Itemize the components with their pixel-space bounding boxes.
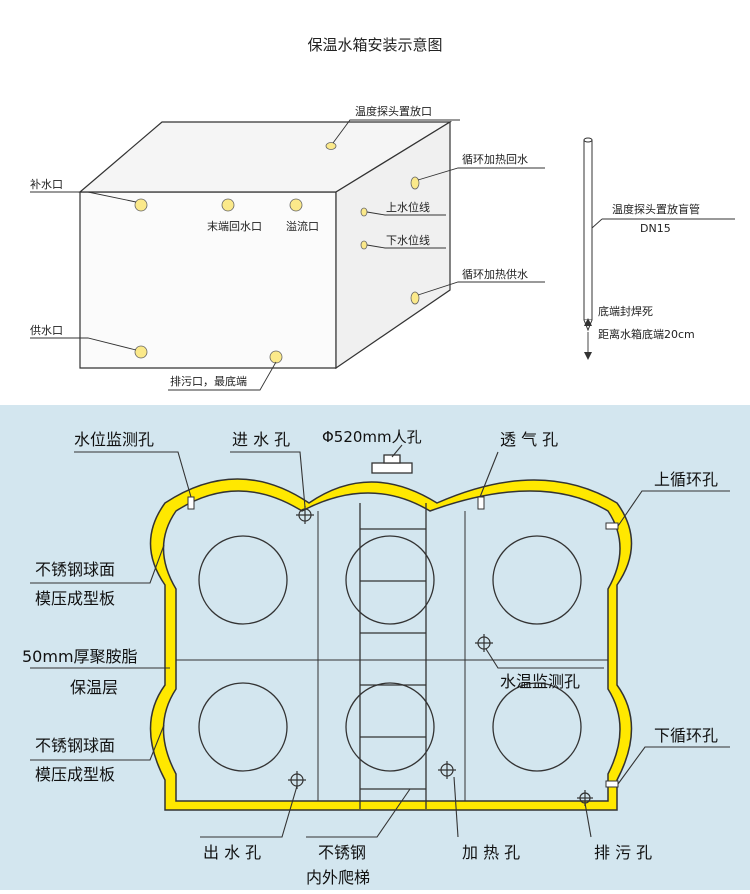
lower-level-port — [360, 240, 368, 250]
tank-box — [78, 120, 453, 370]
lower-level-label: 下水位线 — [386, 233, 430, 247]
makeup-label: 补水口 — [30, 178, 63, 191]
leader-lines — [30, 119, 545, 391]
recirc-return-label: 循环加热回水 — [462, 153, 528, 166]
vent-fitting — [477, 496, 485, 510]
drain-label: 排 污 孔 — [594, 843, 652, 862]
distance-label: 距离水箱底端20cm — [598, 327, 695, 341]
temp-probe-port — [325, 142, 337, 150]
inlet-label: 进 水 孔 — [232, 430, 290, 449]
installation-diagram: 保温水箱安装示意图 — [0, 0, 750, 405]
level-monitor-label: 水位监测孔 — [74, 430, 154, 449]
panel-lines — [176, 511, 608, 801]
tank-side-face — [335, 120, 451, 370]
ss-panel-2a-label: 不锈钢球面 — [35, 736, 115, 755]
temp-probe-label: 温度探头置放口 — [355, 104, 432, 118]
ss-panel-2b-label: 模压成型板 — [35, 765, 115, 784]
tank-section-diagram: 水位监测孔 进 水 孔 Φ520mm人孔 透 气 孔 上循环孔 不锈钢球面 模压… — [0, 405, 750, 890]
supply-label: 供水口 — [30, 323, 63, 337]
manhole-label: Φ520mm人孔 — [322, 428, 422, 446]
blind-pipe-label: 温度探头置放盲管 — [612, 202, 700, 216]
recirc-supply-port — [410, 291, 420, 305]
insulation-b-label: 保温层 — [70, 678, 118, 697]
end-return-label: 末端回水口 — [207, 219, 262, 233]
level-monitor-fitting — [187, 496, 195, 510]
ladder-a-label: 不锈钢 — [318, 843, 366, 862]
installation-svg: 保温水箱安装示意图 — [30, 36, 735, 391]
bottom-welded-label: 底端封焊死 — [598, 304, 653, 318]
manhole-cap — [371, 454, 413, 474]
drain-port — [269, 350, 283, 364]
upper-circ-fitting — [605, 522, 619, 530]
lower-circ-label: 下循环孔 — [654, 726, 718, 745]
bottom-leader-lines — [30, 444, 730, 838]
tank-front-face — [79, 191, 337, 369]
lower-circ-fitting — [605, 780, 619, 788]
water-temp-hole — [475, 634, 493, 652]
ss-panel-1b-label: 模压成型板 — [35, 589, 115, 608]
panel-circles — [198, 535, 582, 772]
dn15-label: DN15 — [640, 222, 671, 235]
ladder-b-label: 内外爬梯 — [306, 868, 370, 887]
overflow-label: 溢流口 — [286, 219, 319, 233]
inlet-hole — [296, 506, 314, 524]
upper-level-port — [360, 207, 368, 217]
diagram-title: 保温水箱安装示意图 — [307, 36, 442, 54]
heating-label: 加 热 孔 — [462, 843, 520, 862]
recirc-return-port — [410, 176, 420, 190]
end-return-port — [221, 198, 235, 212]
vent-label: 透 气 孔 — [500, 430, 558, 449]
upper-circ-label: 上循环孔 — [654, 470, 718, 489]
hole-markers — [288, 506, 593, 806]
outlet-label: 出 水 孔 — [203, 843, 261, 862]
ss-panel-1a-label: 不锈钢球面 — [35, 560, 115, 579]
insulation-layer — [149, 478, 633, 811]
drain-bottom-label: 排污口，最底端 — [170, 374, 247, 388]
ladder — [359, 503, 427, 809]
recirc-supply-label: 循环加热供水 — [462, 267, 528, 281]
probe-pipe — [583, 137, 735, 360]
water-temp-label: 水温监测孔 — [500, 672, 580, 691]
insulation-a-label: 50mm厚聚胺脂 — [22, 647, 138, 666]
makeup-port — [134, 198, 148, 212]
upper-level-label: 上水位线 — [386, 200, 430, 214]
supply-port — [134, 345, 148, 359]
section-svg: 水位监测孔 进 水 孔 Φ520mm人孔 透 气 孔 上循环孔 不锈钢球面 模压… — [22, 428, 730, 887]
ports — [134, 142, 420, 364]
heating-hole — [438, 761, 456, 779]
overflow-port — [289, 198, 303, 212]
